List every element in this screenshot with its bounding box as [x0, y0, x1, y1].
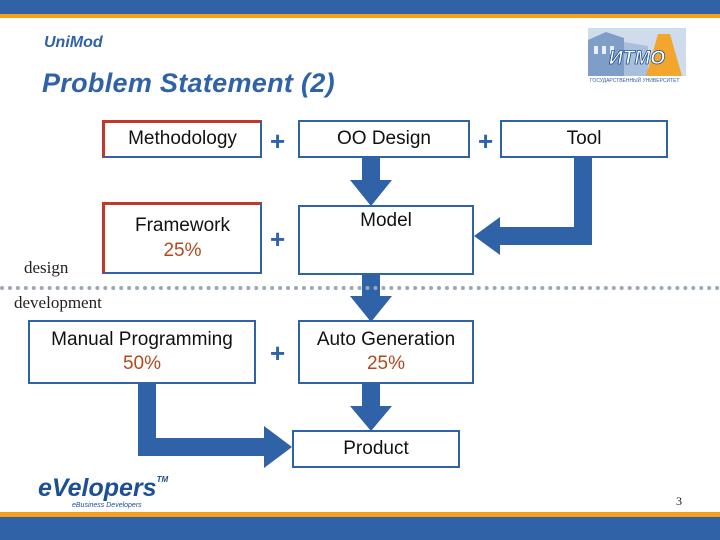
tool-box: Tool — [500, 120, 668, 158]
plus-sign-1: + — [270, 126, 286, 156]
model-box: Model — [298, 205, 474, 275]
plus-sign-3: + — [270, 224, 286, 254]
evelopers-logo: eVelopersTM eBusiness Developers — [38, 474, 169, 510]
product-label: Product — [343, 437, 409, 459]
logo-subtext: ГОСУДАРСТВЕННЫЙ УНИВЕРСИТЕТ — [590, 78, 680, 84]
arrow-tool-to-model — [474, 157, 592, 255]
manual-programming-label: Manual Programming — [51, 328, 233, 350]
footer-accent-strip — [0, 512, 720, 517]
manual-programming-percent: 50% — [122, 353, 162, 374]
oo-design-label: OO Design — [337, 128, 431, 149]
product-box: Product — [292, 430, 460, 468]
header-bar — [0, 0, 720, 14]
slide-number: 3 — [676, 494, 682, 508]
methodology-label: Methodology — [128, 128, 237, 150]
auto-generation-box: Auto Generation 25% — [298, 320, 474, 384]
arrow-model-to-auto — [350, 272, 392, 322]
manual-programming-box: Manual Programming 50% — [28, 320, 256, 384]
framework-percent: 25% — [163, 239, 202, 261]
plus-sign-2: + — [478, 126, 494, 156]
framework-box: Framework 25% — [102, 202, 262, 274]
evelopers-trademark: TM — [156, 475, 169, 484]
model-label: Model — [360, 210, 412, 231]
auto-generation-label: Auto Generation — [316, 328, 456, 350]
itmo-logo: ИТМО — [588, 28, 686, 76]
auto-generation-percent: 25% — [366, 353, 406, 374]
plus-sign-4: + — [270, 338, 286, 368]
arrow-oodesign-to-model — [350, 157, 392, 206]
design-development-divider — [0, 286, 720, 290]
logo-text: ИТМО — [609, 48, 665, 69]
brand-name: UniMod — [44, 34, 103, 51]
design-label: design — [24, 258, 69, 277]
tool-label: Tool — [566, 127, 602, 149]
evelopers-tagline: eBusiness Developers — [72, 502, 142, 509]
header-accent-strip — [0, 14, 720, 18]
slide-title: Problem Statement (2) — [42, 68, 335, 98]
evelopers-name: eVelopers — [38, 474, 157, 502]
footer-bar — [0, 517, 720, 540]
oo-design-box: OO Design — [298, 120, 470, 158]
framework-label: Framework — [134, 215, 230, 237]
methodology-box: Methodology — [102, 120, 262, 158]
arrow-manual-to-product — [138, 384, 292, 468]
arrow-auto-to-product — [350, 384, 392, 431]
development-label: development — [14, 293, 102, 312]
